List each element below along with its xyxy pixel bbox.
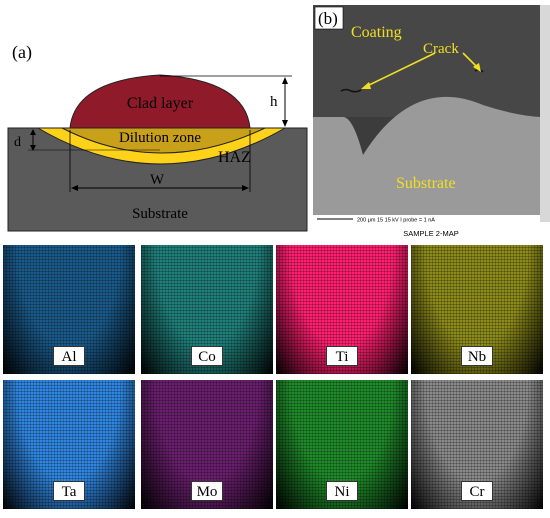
haz-label: HAZ [218, 149, 251, 166]
eds-map-cr: Cr [411, 380, 543, 509]
clad-schematic: (a) Clad layer Dilution zone HAZ Substra… [7, 42, 308, 232]
sample-caption: SAMPLE 2-MAP [403, 229, 458, 238]
dilution-zone-label: Dilution zone [119, 130, 201, 146]
eds-map-nb: Nb [411, 245, 543, 374]
eds-map-ta: Ta [3, 380, 135, 509]
eds-map-label: Al [53, 346, 85, 366]
sem-substrate-area [313, 96, 540, 222]
crack-label: Crack [423, 41, 459, 57]
eds-map-label: Ni [326, 481, 358, 501]
panel-a-label: (a) [12, 42, 32, 63]
eds-map-label: Ta [53, 481, 85, 501]
clad-layer-region [69, 74, 251, 129]
eds-map-ti: Ti [276, 245, 408, 374]
coating-label: Coating [351, 24, 402, 41]
eds-map-label: Mo [191, 481, 223, 501]
sem-image-panel: (b) Coating Crack Substrate 200 μm 15 15… [313, 5, 550, 238]
eds-map-label: Cr [461, 481, 493, 501]
clad-layer-label: Clad layer [127, 95, 194, 112]
panel-b-label: (b) [318, 9, 338, 28]
eds-map-label: Nb [461, 346, 493, 366]
d-label: d [14, 135, 21, 150]
eds-map-ni: Ni [276, 380, 408, 509]
eds-map-al: Al [3, 245, 135, 374]
eds-map-label: Co [191, 346, 223, 366]
h-label: h [270, 94, 278, 110]
sem-coating-area [313, 5, 540, 117]
substrate-label: Substrate [132, 206, 188, 222]
scalebar-text: 200 μm 15 15 kV I probe = 1 nA [357, 218, 435, 224]
eds-map-co: Co [141, 245, 273, 374]
eds-map-mo: Mo [141, 380, 273, 509]
eds-map-label: Ti [326, 346, 358, 366]
crack-arrow-left [364, 52, 436, 88]
dilution-zone-region [61, 127, 266, 154]
w-label: W [150, 172, 165, 188]
sem-substrate-label: Substrate [396, 175, 456, 192]
